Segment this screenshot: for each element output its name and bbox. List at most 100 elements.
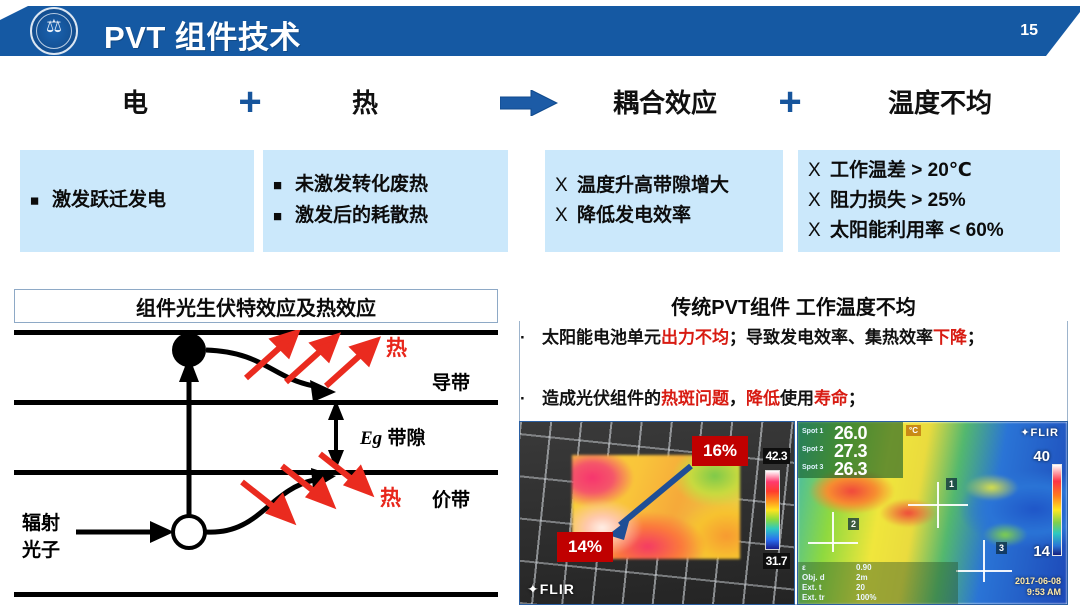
header-band [0, 6, 1080, 56]
box-electric: ■ 激发跃迁发电 [20, 150, 254, 252]
capture-date: 2017-06-08 [1014, 576, 1061, 586]
bullet-dot-icon: · [520, 389, 526, 408]
left-panel-title: 组件光生伏特效应及热效应 [14, 289, 498, 323]
thermal-image-left: 16% 14% 42.3 31.7 ✦FLIR [519, 421, 795, 605]
spot-2-value: 27.3 [834, 441, 868, 461]
spot-readout-panel [798, 422, 903, 478]
seg: ； [848, 389, 865, 408]
box-coupling-line-1-text: 温度升高带隙增大 [577, 175, 730, 196]
band-line-conduction [14, 400, 498, 405]
flow-row: 电 + 热 耦合效应 + 温度不均 [0, 78, 1080, 128]
flow-plus-1: + [238, 80, 262, 124]
crosshair-2 [808, 512, 858, 552]
bullet-square-icon: ■ [273, 177, 283, 194]
flow-label-electric: 电 [121, 88, 148, 118]
spot-1-label: Spot 1 [802, 428, 824, 435]
box-nonuniform-line-2: X 阻力损失 > 25% [808, 186, 1050, 216]
scale-min-label: 31.7 [762, 553, 790, 569]
param-exttrans-label: Ext. tr [802, 593, 825, 602]
spot-2-label: Spot 2 [802, 446, 824, 453]
university-seal-logo: ⚖ [30, 7, 78, 55]
param-exttemp-value: 20 [856, 583, 865, 592]
seg-highlight: 下降 [933, 328, 967, 347]
box-coupling-line-1: X 温度升高带隙增大 [555, 171, 773, 201]
box-nonuniform-content: X 工作温差 > 20℃ X 阻力损失 > 25% X 太阳能利用率 < 60% [798, 156, 1060, 246]
conduction-band-label: 导带 [432, 373, 471, 394]
scale-min-label: 14 [1033, 543, 1050, 560]
flir-brand-label: ✦FLIR [1020, 427, 1059, 439]
heat-label-bottom: 热 [380, 487, 401, 510]
param-objdist-value: 2m [856, 573, 868, 582]
param-exttrans-value: 100% [856, 593, 877, 602]
band-line-valence [14, 470, 498, 475]
param-emissivity-value: 0.90 [856, 563, 872, 572]
page-number: 15 [1020, 22, 1038, 39]
box-heat-line-2: ■ 激发后的耗散热 [273, 201, 498, 232]
cross-mark-icon: X [808, 220, 821, 241]
bullet-square-icon: ■ [30, 192, 40, 210]
bandgap-text: 带隙 [387, 428, 426, 449]
callout-efficiency-low: 14% [557, 532, 614, 562]
box-coupling-line-2: X 降低发电效率 [555, 201, 773, 231]
temperature-scale-bar [765, 470, 780, 550]
flow-label-heat: 热 [351, 88, 378, 118]
flow-plus-2: + [778, 80, 802, 124]
photon-label-line2: 光子 [22, 540, 61, 561]
photon-label-line1: 辐射 [22, 513, 61, 534]
heat-label-top: 热 [386, 337, 407, 360]
box-nonuniform-line-3-text: 太阳能利用率 < 60% [830, 220, 1004, 241]
band-diagram-graphics [76, 330, 382, 550]
param-objdist-label: Obj. d [802, 573, 825, 582]
logo-ring [36, 13, 72, 49]
cross-mark-icon: X [808, 190, 821, 211]
box-nonuniform-line-2-text: 阻力损失 > 25% [830, 190, 966, 211]
right-panel-title: 传统PVT组件 工作温度不均 [519, 289, 1068, 321]
seg-highlight: 寿命 [814, 389, 848, 408]
callout-efficiency-high: 16% [692, 436, 749, 466]
crosshair-3 [956, 540, 1012, 582]
flow-label-coupling: 耦合效应 [612, 88, 717, 118]
bandgap-label: Eg 带隙 [360, 423, 425, 450]
param-exttemp-label: Ext. t [802, 583, 822, 592]
box-electric-line-1-text: 激发跃迁发电 [52, 189, 167, 211]
right-bullet-1: · 太阳能电池单元出力不均；导致发电效率、集热效率下降； [520, 325, 1068, 351]
spot-3-value: 26.3 [834, 459, 868, 479]
cross-mark-icon: X [808, 160, 821, 181]
capture-timestamp: 2017-06-08 9:53 AM [1015, 576, 1061, 598]
spot-3-label: Spot 3 [802, 464, 824, 471]
crosshair-1 [908, 482, 968, 528]
spot-marker-1: 1 [946, 478, 958, 490]
box-heat: ■ 未激发转化废热 ■ 激发后的耗散热 [263, 150, 508, 252]
scale-max-label: 42.3 [762, 448, 790, 464]
box-nonuniform-line-3: X 太阳能利用率 < 60% [808, 216, 1050, 246]
cross-mark-icon: X [555, 205, 568, 226]
band-line-top [14, 330, 498, 335]
seg-highlight: 降低 [746, 389, 780, 408]
box-coupling-line-2-text: 降低发电效率 [577, 205, 692, 226]
seg: ； [967, 328, 984, 347]
logo-glyph: ⚖ [45, 16, 63, 37]
temperature-scale-bar [1052, 464, 1062, 556]
slide-header: ⚖ PVT 组件技术 15 [0, 0, 1080, 62]
page-title: PVT 组件技术 [104, 20, 301, 55]
box-electric-content: ■ 激发跃迁发电 [20, 186, 254, 217]
bullet-square-icon: ■ [273, 208, 283, 225]
box-coupling: X 温度升高带隙增大 X 降低发电效率 [545, 150, 783, 252]
box-nonuniform-line-1-text: 工作温差 > 20℃ [830, 160, 972, 181]
band-line-bottom [14, 592, 498, 597]
box-heat-line-1: ■ 未激发转化废热 [273, 170, 498, 201]
capture-time: 9:53 AM [1026, 587, 1061, 597]
cross-mark-icon: X [555, 175, 568, 196]
box-heat-line-1-text: 未激发转化废热 [295, 174, 429, 195]
right-bullet-2-text: 造成光伏组件的热斑问题，降低使用寿命； [542, 386, 1068, 412]
param-emissivity-label: ε [802, 563, 806, 572]
seg: ；导致发电效率、集热效率 [729, 328, 933, 347]
spot-1-value: 26.0 [834, 423, 868, 443]
box-heat-content: ■ 未激发转化废热 ■ 激发后的耗散热 [263, 170, 508, 232]
unit-celsius-badge: °C [906, 425, 921, 436]
valence-band-label: 价带 [432, 490, 471, 511]
box-coupling-content: X 温度升高带隙增大 X 降低发电效率 [545, 171, 783, 231]
box-heat-line-2-text: 激发后的耗散热 [295, 205, 429, 226]
box-nonuniform: X 工作温差 > 20℃ X 阻力损失 > 25% X 太阳能利用率 < 60% [798, 150, 1060, 252]
scale-max-label: 40 [1033, 448, 1050, 465]
